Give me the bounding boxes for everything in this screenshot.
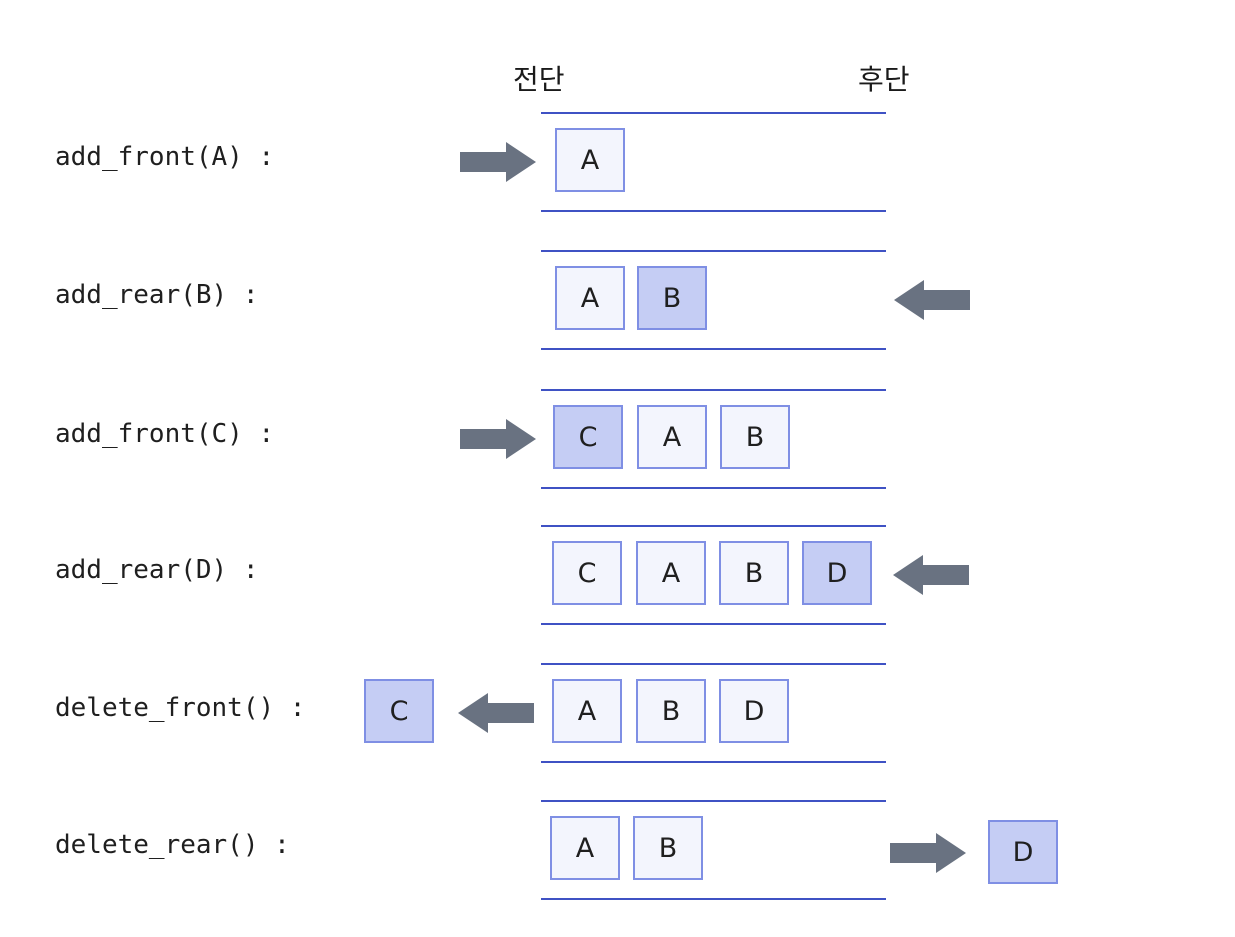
rear-header: 후단 — [858, 63, 910, 96]
deque-bottom-rail — [541, 761, 886, 763]
deque-top-rail — [541, 389, 886, 391]
deque-cell: B — [720, 405, 790, 469]
deque-cell: B — [636, 679, 706, 743]
operation-row-add-rear-b: add_rear(B) : A B — [0, 250, 1235, 350]
operation-row-delete-front: delete_front() : C A B D — [0, 663, 1235, 763]
removed-cell: C — [364, 679, 434, 743]
operation-label: add_front(A) : — [55, 142, 275, 172]
left-arrow-icon — [893, 555, 969, 595]
right-arrow-icon — [460, 419, 536, 459]
deque-cell-highlighted: D — [802, 541, 872, 605]
operation-row-add-front-a: add_front(A) : A — [0, 112, 1235, 212]
deque-cell: C — [552, 541, 622, 605]
deque-cell: A — [637, 405, 707, 469]
deque-cell: A — [550, 816, 620, 880]
deque-cell: D — [719, 679, 789, 743]
deque-cell: A — [636, 541, 706, 605]
deque-cell-highlighted: C — [553, 405, 623, 469]
operation-label: delete_front() : — [55, 693, 306, 723]
deque-cell: A — [552, 679, 622, 743]
deque-bottom-rail — [541, 487, 886, 489]
deque-bottom-rail — [541, 348, 886, 350]
operation-label: delete_rear() : — [55, 830, 290, 860]
left-arrow-icon — [894, 280, 970, 320]
operation-label: add_rear(B) : — [55, 280, 259, 310]
operation-row-delete-rear: delete_rear() : A B D — [0, 800, 1235, 900]
deque-cell: A — [555, 266, 625, 330]
deque-top-rail — [541, 112, 886, 114]
removed-cell: D — [988, 820, 1058, 884]
left-arrow-icon — [458, 693, 534, 733]
deque-cell: B — [719, 541, 789, 605]
deque-top-rail — [541, 800, 886, 802]
deque-top-rail — [541, 663, 886, 665]
deque-bottom-rail — [541, 210, 886, 212]
operation-label: add_front(C) : — [55, 419, 275, 449]
right-arrow-icon — [460, 142, 536, 182]
operation-row-add-rear-d: add_rear(D) : C A B D — [0, 525, 1235, 625]
deque-bottom-rail — [541, 898, 886, 900]
deque-top-rail — [541, 250, 886, 252]
operation-label: add_rear(D) : — [55, 555, 259, 585]
deque-cell: A — [555, 128, 625, 192]
right-arrow-icon — [890, 833, 966, 873]
front-header: 전단 — [513, 63, 565, 96]
deque-top-rail — [541, 525, 886, 527]
deque-cell: B — [633, 816, 703, 880]
deque-cell-highlighted: B — [637, 266, 707, 330]
operation-row-add-front-c: add_front(C) : C A B — [0, 389, 1235, 489]
deque-bottom-rail — [541, 623, 886, 625]
